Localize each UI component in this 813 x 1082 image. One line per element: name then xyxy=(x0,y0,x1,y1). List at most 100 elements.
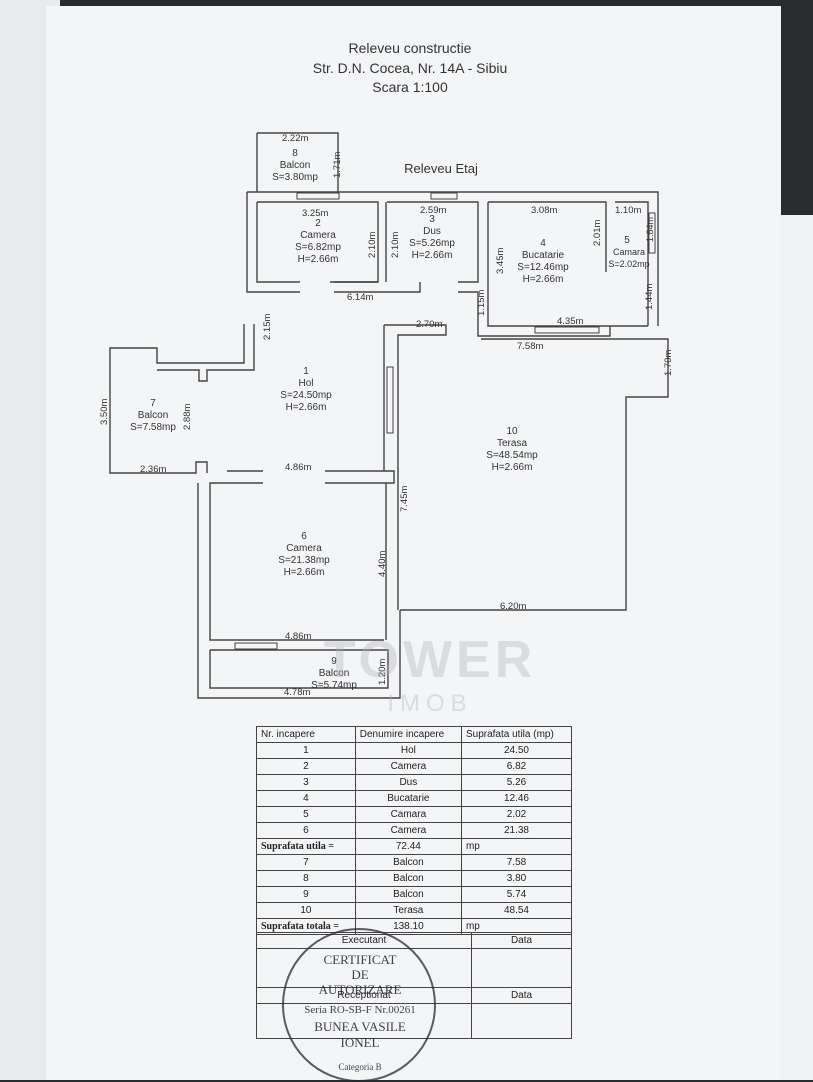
table-row: 4 Bucatarie 12.46 xyxy=(256,790,573,807)
cell-name: Balcon xyxy=(354,854,462,871)
dim-label: 4.78m xyxy=(284,687,310,698)
dim-label: 1.71m xyxy=(332,152,343,178)
room-2-name: Camera xyxy=(300,230,336,241)
cell-area: 5.26 xyxy=(460,774,573,791)
dim-label: 2.36m xyxy=(140,464,166,475)
dim-label: 1.15m xyxy=(476,290,487,316)
cell-name: Dus xyxy=(354,774,462,791)
dim-label: 3.08m xyxy=(531,205,557,216)
dim-label: 7.45m xyxy=(399,486,410,512)
stamp-line: CERTIFICAT xyxy=(323,952,397,967)
document-scale: Scara 1:100 xyxy=(372,79,448,95)
room-10-name: Terasa xyxy=(497,438,527,449)
room-6-nr: 6 xyxy=(301,531,307,542)
cell-name: Camara xyxy=(354,806,462,823)
cell-nr: 6 xyxy=(256,822,356,839)
cell-name: Camera xyxy=(354,822,462,839)
room-7-name: Balcon xyxy=(138,410,169,421)
cell-nr: 5 xyxy=(256,806,356,823)
executant-date-value xyxy=(471,948,572,988)
cell-area: 5.74 xyxy=(460,886,573,903)
room-5-nr: 5 xyxy=(624,235,630,246)
stamp-line: AUTORIZARE xyxy=(318,982,402,997)
cell-nr: 8 xyxy=(256,870,356,887)
floor-plan: 8 Balcon S=3.80mp 2 Camera S=6.82mp H=2.… xyxy=(99,132,674,699)
cell-area: 24.50 xyxy=(460,742,573,759)
cell-nr: 2 xyxy=(256,758,356,775)
stamp-line: Seria RO-SB-F Nr.00261 xyxy=(304,1004,416,1016)
cell-name: Balcon xyxy=(354,870,462,887)
cell-name: Hol xyxy=(354,742,462,759)
dim-label: 7.58m xyxy=(517,341,543,352)
dim-label: 4.86m xyxy=(285,631,311,642)
stamp-line: IONEL xyxy=(340,1035,380,1050)
stamp-ring-text: Categoria B xyxy=(338,1062,382,1072)
room-8-name: Balcon xyxy=(280,160,311,171)
room-1-height: H=2.66m xyxy=(286,402,327,413)
cell-nr: 7 xyxy=(256,854,356,871)
util-label: Suprafata utila = xyxy=(256,838,356,855)
dim-label: 2.88m xyxy=(182,404,193,430)
dim-label: 2.59m xyxy=(420,205,446,216)
room-6-area: S=21.38mp xyxy=(278,555,330,566)
dim-label: 1.84m xyxy=(645,217,655,242)
dim-label: 2.22m xyxy=(282,133,308,144)
watermark-sub: IMOB xyxy=(387,690,473,717)
dim-label: 2.01m xyxy=(592,220,603,246)
room-labels: 8 Balcon S=3.80mp 2 Camera S=6.82mp H=2.… xyxy=(130,148,650,691)
dim-label: 1.70m xyxy=(663,350,674,376)
col-name-header: Denumire incapere xyxy=(354,726,462,743)
cell-name: Terasa xyxy=(354,902,462,919)
room-4-height: H=2.66m xyxy=(523,274,564,285)
cell-nr: 3 xyxy=(256,774,356,791)
table-row: 7 Balcon 7.58 xyxy=(256,854,573,871)
dim-label: 2.10m xyxy=(390,232,401,258)
dim-label: 4.40m xyxy=(377,551,388,577)
col-area-header: Suprafata utila (mp) xyxy=(460,726,573,743)
cell-area: 6.82 xyxy=(460,758,573,775)
room-4-name: Bucatarie xyxy=(522,250,565,261)
room-7-area: S=7.58mp xyxy=(130,422,176,433)
room-3-nr: 3 xyxy=(429,214,435,225)
dim-label: 3.50m xyxy=(99,399,110,425)
room-2-height: H=2.66m xyxy=(298,254,339,265)
room-6-name: Camera xyxy=(286,543,322,554)
dim-label: 2.15m xyxy=(262,314,273,340)
room-5-area: S=2.02mp xyxy=(608,259,649,269)
plan-walls xyxy=(109,132,669,699)
cell-nr: 9 xyxy=(256,886,356,903)
room-3-name: Dus xyxy=(423,226,441,237)
table-row: 3 Dus 5.26 xyxy=(256,774,573,791)
stamp-line: DE xyxy=(351,967,369,982)
watermark-brand: TOWER xyxy=(323,631,537,689)
cell-name: Bucatarie xyxy=(354,790,462,807)
room-9-name: Balcon xyxy=(319,668,350,679)
room-6-height: H=2.66m xyxy=(284,567,325,578)
room-4-area: S=12.46mp xyxy=(517,262,569,273)
plan-windows xyxy=(234,192,656,650)
dim-label: 3.45m xyxy=(495,248,506,274)
stamp-line: BUNEA VASILE xyxy=(314,1019,406,1034)
dim-label: 4.35m xyxy=(557,316,583,327)
room-4-nr: 4 xyxy=(540,238,546,249)
room-1-area: S=24.50mp xyxy=(280,390,332,401)
cell-area: 21.38 xyxy=(460,822,573,839)
table-row: 1 Hol 24.50 xyxy=(256,742,573,759)
util-row: Suprafata utila = 72.44 mp xyxy=(256,838,573,855)
room-8-area: S=3.80mp xyxy=(272,172,318,183)
table-row: 9 Balcon 5.74 xyxy=(256,886,573,903)
col-nr-header: Nr. incapere xyxy=(256,726,356,743)
room-9-nr: 9 xyxy=(331,656,337,667)
dim-label: 3.25m xyxy=(302,208,328,219)
dim-label: 1.44m xyxy=(644,284,655,310)
next-page-edge xyxy=(780,215,813,1080)
dim-label: 1.10m xyxy=(615,205,641,216)
room-8-nr: 8 xyxy=(292,148,298,159)
dim-label: 2.70m xyxy=(416,319,442,330)
cell-nr: 10 xyxy=(256,902,356,919)
util-value: 72.44 xyxy=(354,838,462,855)
room-3-area: S=5.26mp xyxy=(409,238,455,249)
cell-area: 7.58 xyxy=(460,854,573,871)
cell-area: 3.80 xyxy=(460,870,573,887)
dim-label: 1.20m xyxy=(377,659,388,685)
